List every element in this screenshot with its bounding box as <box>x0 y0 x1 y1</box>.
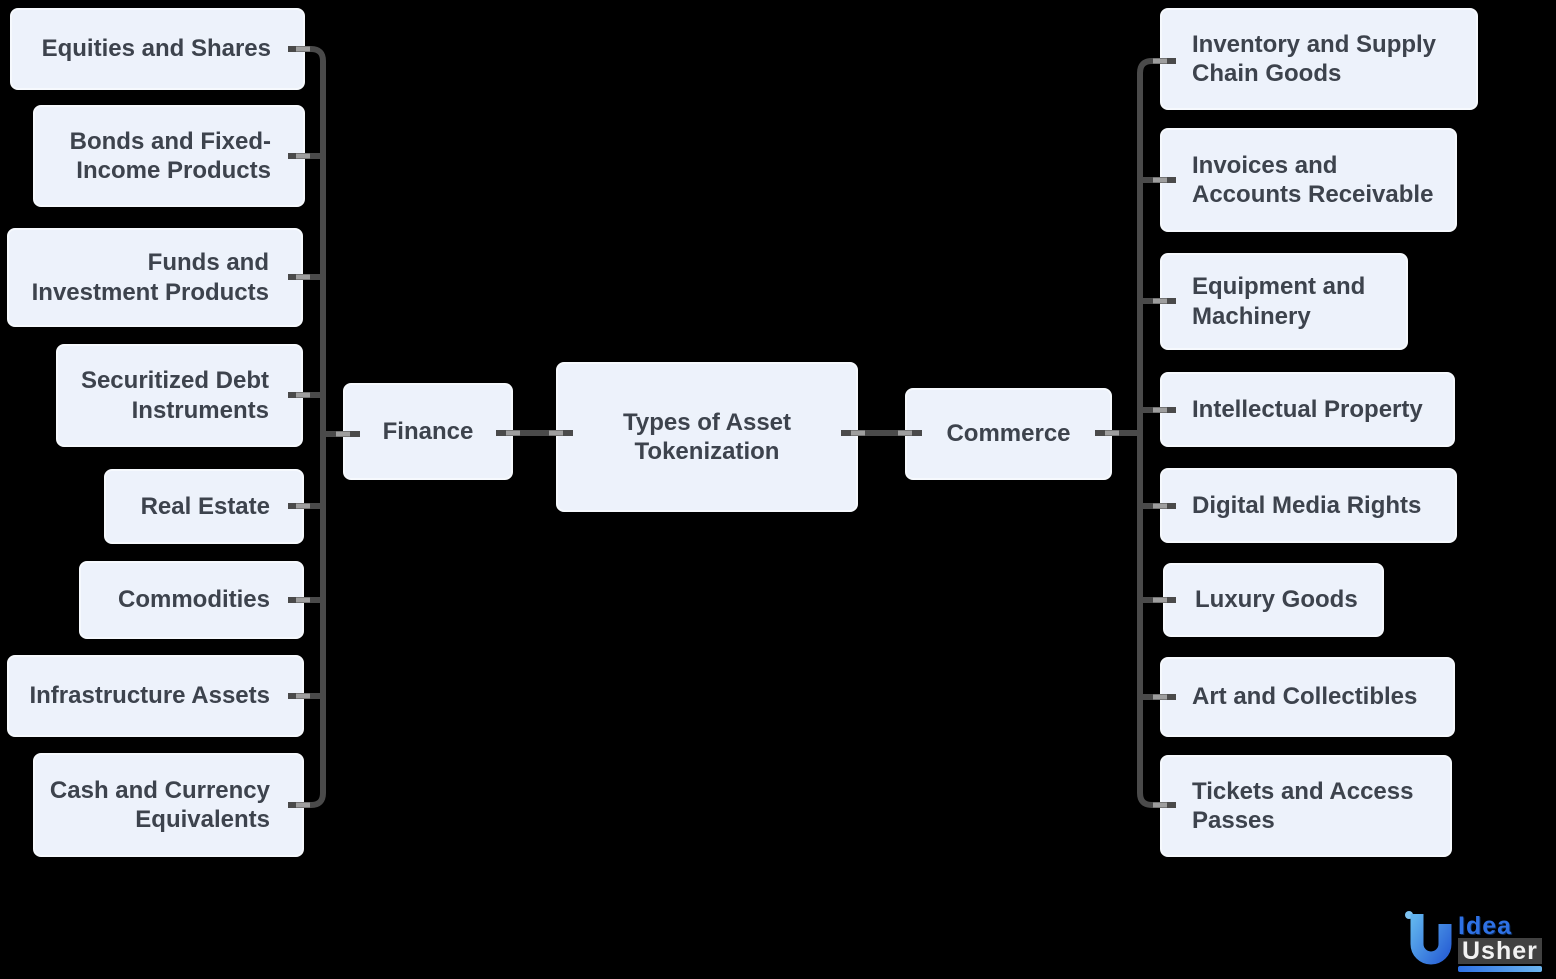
node-label: Inventory and Supply Chain Goods <box>1192 30 1437 87</box>
node-commerce: Commerce <box>905 388 1112 480</box>
node-label: Intellectual Property <box>1192 395 1423 423</box>
node-label: Funds and Investment Products <box>31 249 269 306</box>
node-securitized-debt-instruments: Securitized Debt Instruments <box>56 344 303 447</box>
node-root-types-of-asset-tokenization: Types of Asset Tokenization <box>556 362 858 512</box>
node-label: Invoices and Accounts Receivable <box>1192 151 1434 208</box>
node-invoices-and-accounts-receivable: Invoices and Accounts Receivable <box>1160 128 1457 232</box>
node-label: Cash and Currency Equivalents <box>49 776 270 833</box>
logo-usher-text: Usher <box>1458 938 1542 964</box>
node-label: Infrastructure Assets <box>29 682 270 710</box>
node-finance: Finance <box>343 383 513 480</box>
node-funds-and-investment-products: Funds and Investment Products <box>7 228 303 327</box>
node-label: Real Estate <box>140 492 270 520</box>
node-tickets-and-access-passes: Tickets and Access Passes <box>1160 755 1452 857</box>
logo-idea-usher: Idea Usher <box>1400 906 1542 972</box>
node-label: Finance <box>382 417 474 445</box>
node-equipment-and-machinery: Equipment and Machinery <box>1160 253 1408 350</box>
node-label: Tickets and Access Passes <box>1192 777 1414 834</box>
node-commodities: Commodities <box>79 561 304 639</box>
node-label: Luxury Goods <box>1195 586 1358 614</box>
node-cash-and-currency-equivalents: Cash and Currency Equivalents <box>33 753 304 857</box>
logo-idea-text: Idea <box>1458 912 1513 940</box>
logo-tagline-bar <box>1458 966 1542 972</box>
node-label: Commerce <box>946 420 1071 448</box>
node-label: Equipment and Machinery <box>1192 273 1366 330</box>
node-label: Types of Asset Tokenization <box>622 408 792 465</box>
node-label: Art and Collectibles <box>1192 683 1418 711</box>
logo-text: Idea Usher <box>1458 912 1542 972</box>
node-intellectual-property: Intellectual Property <box>1160 372 1455 447</box>
node-real-estate: Real Estate <box>104 469 304 544</box>
node-infrastructure-assets: Infrastructure Assets <box>7 655 304 737</box>
node-label: Bonds and Fixed- Income Products <box>69 127 271 184</box>
node-digital-media-rights: Digital Media Rights <box>1160 468 1457 543</box>
node-inventory-and-supply-chain-goods: Inventory and Supply Chain Goods <box>1160 8 1478 110</box>
node-bonds-and-fixed-income-products: Bonds and Fixed- Income Products <box>33 105 305 207</box>
node-label: Securitized Debt Instruments <box>80 367 269 424</box>
node-art-and-collectibles: Art and Collectibles <box>1160 657 1455 737</box>
node-luxury-goods: Luxury Goods <box>1163 563 1384 637</box>
node-label: Equities and Shares <box>41 35 271 63</box>
node-label: Digital Media Rights <box>1192 491 1422 519</box>
logo-u-icon <box>1405 911 1452 965</box>
node-label: Commodities <box>117 586 270 614</box>
node-equities-and-shares: Equities and Shares <box>10 8 305 90</box>
